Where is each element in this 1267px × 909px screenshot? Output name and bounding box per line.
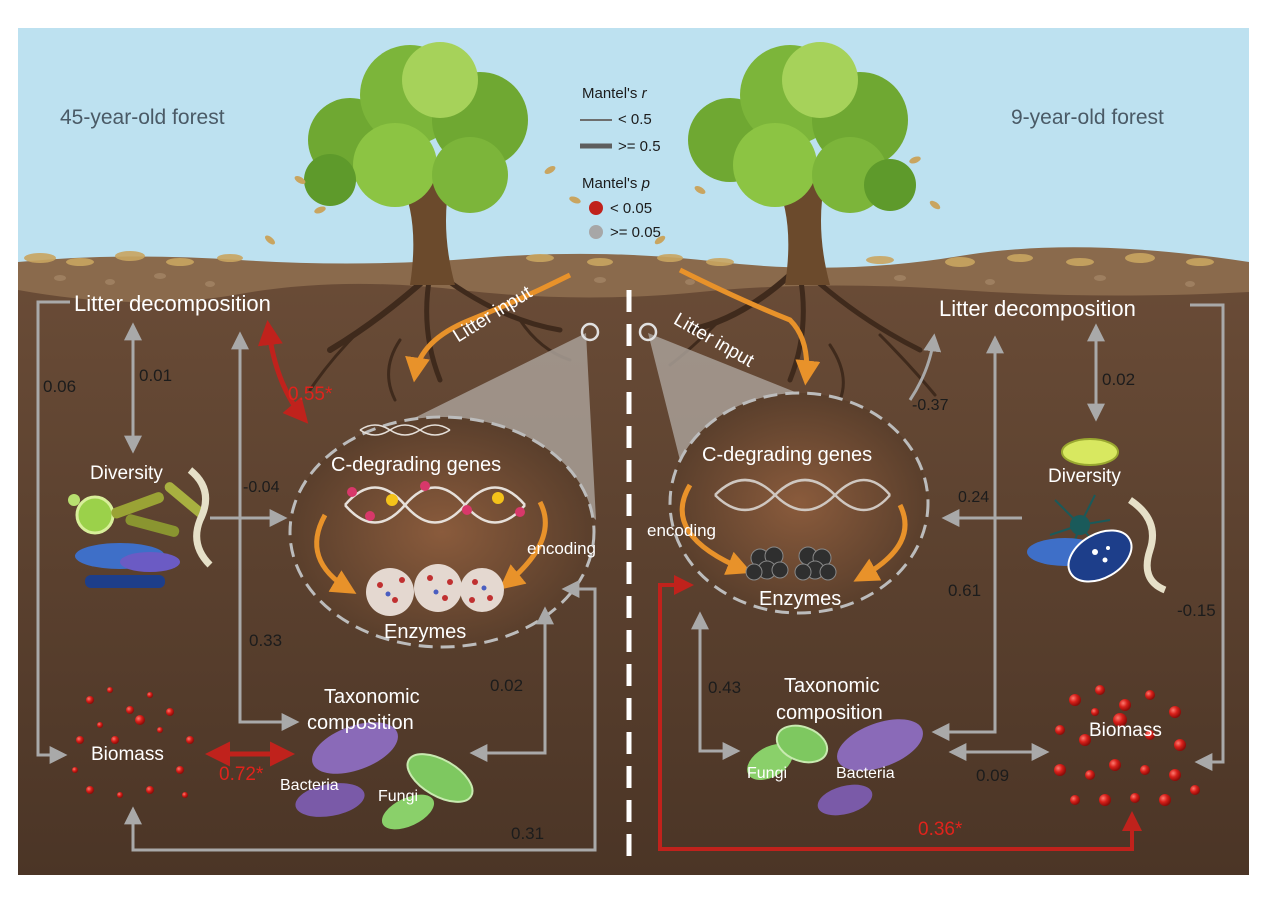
gene-circle-left (288, 415, 596, 649)
right-val-litter-genes: -0.37 (912, 397, 949, 414)
right-val-litter-diversity: 0.02 (1102, 370, 1136, 389)
legend-ns-dot (589, 225, 603, 239)
left-biomass: Biomass (91, 744, 164, 765)
right-diversity: Diversity (1048, 466, 1121, 487)
legend-p-var: p (641, 175, 650, 192)
legend-p-prefix: Mantel's (582, 175, 642, 192)
left-taxonomic-line1: Taxonomic (324, 686, 420, 708)
left-val-litter-biomass: 0.06 (43, 377, 77, 396)
left-val-litter-diversity: 0.01 (139, 366, 173, 385)
left-val-taxonomic-genes: 0.02 (490, 676, 524, 695)
right-bacteria: Bacteria (836, 765, 895, 782)
tree-right (688, 42, 916, 285)
left-red-arrows (205, 320, 309, 767)
soil-surface (18, 247, 1249, 303)
right-val-diversity-genes: 0.24 (958, 489, 990, 506)
right-taxonomic-line2: composition (776, 702, 883, 724)
right-val-biomass-genes: 0.36* (918, 819, 963, 840)
right-encoding: encoding (647, 521, 717, 540)
right-enzymes: Enzymes (759, 588, 842, 610)
left-c-degrading-genes: C-degrading genes (331, 454, 502, 476)
left-val-biomass-taxonomic: 0.72* (219, 764, 264, 785)
soil-background (18, 268, 1249, 875)
legend (580, 119, 612, 239)
legend-r-thick-label: >= 0.5 (618, 138, 661, 155)
magnifier-point-left (580, 322, 600, 342)
litter-layer (24, 251, 1214, 267)
soil-pebbles (54, 273, 1195, 287)
left-val-litter-genes: 0.55* (288, 384, 333, 405)
sky-background (18, 28, 1249, 274)
left-fungi: Fungi (378, 788, 419, 805)
left-val-taxonomic-litter: 0.33 (249, 631, 283, 650)
legend-r-thin-label: < 0.5 (618, 111, 652, 128)
right-val-taxonomic-litter: 0.61 (948, 581, 982, 600)
right-litter-decomposition: Litter decomposition (939, 296, 1136, 321)
legend-p-title: Mantel's p (582, 176, 650, 191)
right-fungi: Fungi (747, 765, 788, 782)
left-litter-decomposition: Litter decomposition (74, 291, 271, 316)
legend-r-prefix: Mantel's (582, 85, 642, 102)
left-bacteria: Bacteria (280, 777, 339, 794)
legend-r-title: Mantel's r (582, 86, 647, 101)
legend-sig-dot (589, 201, 603, 215)
falling-leaves (265, 156, 941, 245)
left-taxonomic-line2: composition (307, 712, 414, 734)
enzymes-left (366, 564, 504, 616)
right-c-degrading-genes: C-degrading genes (702, 444, 873, 466)
gene-circle-right (668, 391, 930, 615)
left-enzymes: Enzymes (384, 621, 467, 643)
left-grey-arrows (36, 300, 597, 852)
tree-left (304, 42, 528, 285)
left-forest-title: 45-year-old forest (60, 106, 225, 129)
right-val-biomass-litter: -0.15 (1177, 601, 1216, 620)
left-val-biomass-genes: 0.31 (511, 824, 545, 843)
dna-left (344, 424, 526, 524)
right-red-arrows (658, 575, 1142, 851)
dna-right (714, 478, 891, 512)
right-taxonomic-line1: Taxonomic (784, 675, 880, 697)
diversity-microbes-right (1027, 438, 1167, 594)
gene-markers-left (347, 481, 525, 521)
left-diversity: Diversity (90, 463, 163, 484)
right-biomass: Biomass (1089, 720, 1162, 741)
left-encoding: encoding (527, 539, 597, 558)
right-forest-title: 9-year-old forest (1011, 106, 1164, 129)
legend-p-ns-label: >= 0.05 (610, 224, 661, 241)
right-val-taxonomic-biomass: 0.09 (976, 766, 1010, 785)
litter-input-arrows (405, 267, 821, 386)
legend-r-var: r (641, 85, 647, 102)
left-val-diversity-genes: -0.04 (243, 479, 280, 496)
right-val-taxonomic-genes: 0.43 (708, 678, 742, 697)
legend-p-sig-label: < 0.05 (610, 200, 653, 217)
magnifier-point-right (638, 322, 658, 342)
